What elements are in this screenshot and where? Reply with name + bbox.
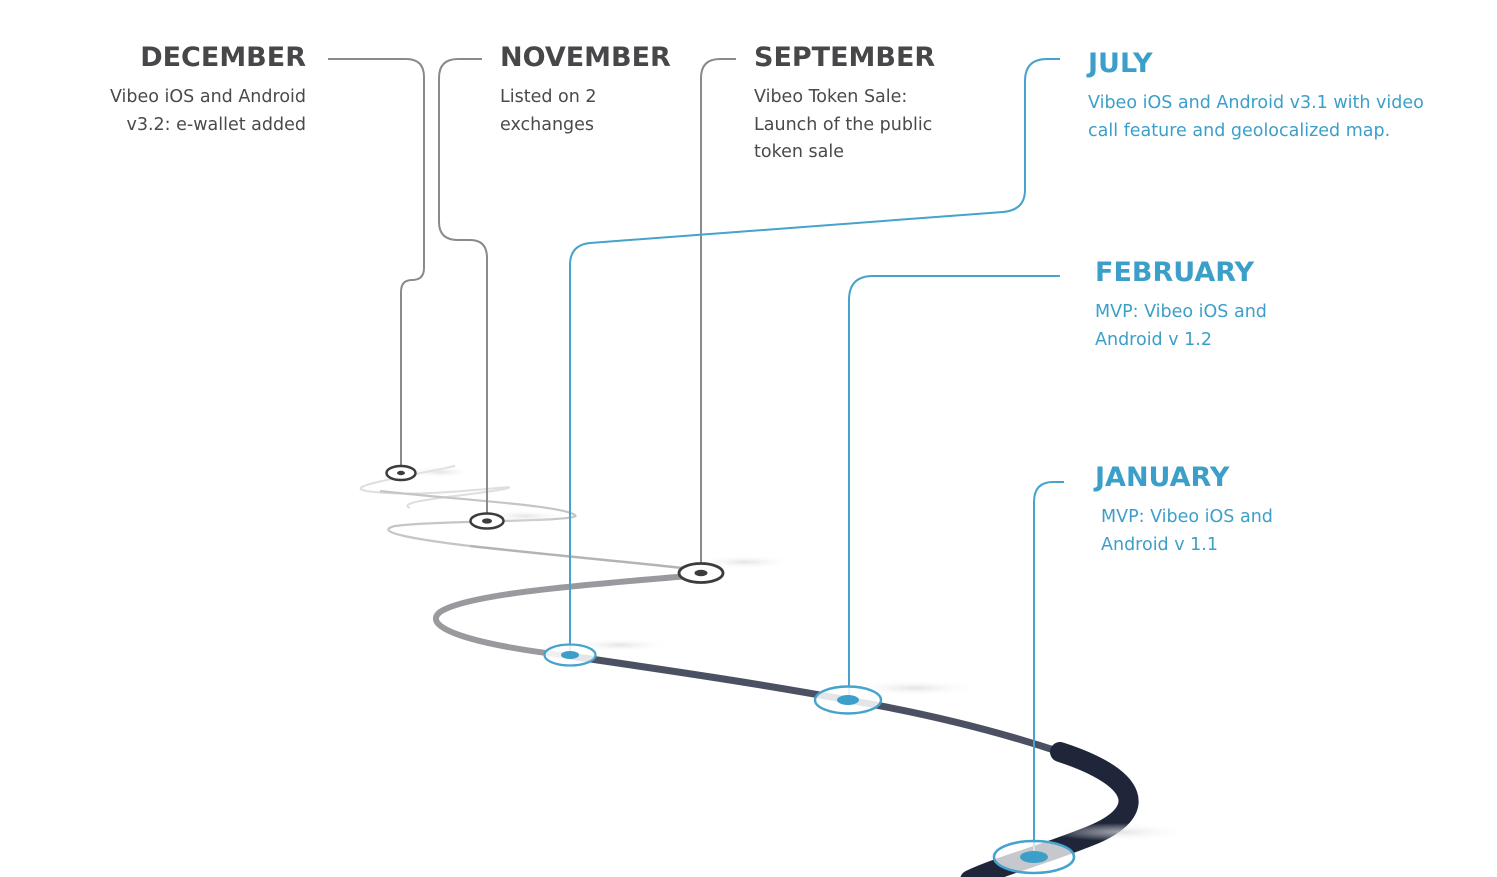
milestone-month: FEBRUARY: [1095, 257, 1255, 288]
markers-future: [543, 643, 1076, 875]
road-distant-loop-3: [469, 544, 701, 572]
milestone-description: MVP: Vibeo iOS and Android v 1.1: [1101, 507, 1273, 555]
connector-september: [700, 58, 736, 571]
milestone-february: FEBRUARY MVP: Vibeo iOS and Android v 1.…: [1095, 257, 1295, 354]
milestone-month: DECEMBER: [140, 42, 306, 73]
connector-december: [328, 58, 425, 472]
milestone-description: MVP: Vibeo iOS and Android v 1.2: [1095, 302, 1267, 350]
connector-january: [1033, 481, 1064, 855]
connectors-past: [328, 58, 736, 571]
milestone-july: JULY Vibeo iOS and Android v3.1 with vid…: [1088, 48, 1428, 145]
milestone-december: DECEMBER Vibeo iOS and Android v3.2: e-w…: [82, 42, 306, 139]
milestone-january: JANUARY MVP: Vibeo iOS and Android v 1.1: [1095, 462, 1295, 559]
milestone-month: JANUARY: [1095, 462, 1230, 493]
milestone-month: JULY: [1088, 48, 1153, 79]
milestone-november: NOVEMBER Listed on 2 exchanges: [500, 42, 680, 139]
connector-july: [569, 58, 1060, 654]
marker-july: [543, 643, 597, 667]
markers-past: [385, 464, 725, 584]
road-main: [433, 572, 1139, 877]
road-distant-loop-1: [359, 465, 511, 509]
marker-december: [385, 464, 417, 482]
road-segment-upper: [433, 572, 703, 659]
connector-november: [438, 58, 488, 519]
milestone-september: SEPTEMBER Vibeo Token Sale: Launch of th…: [754, 42, 954, 167]
marker-shadows: [406, 466, 1190, 841]
milestone-description: Vibeo iOS and Android v3.2: e-wallet add…: [109, 87, 306, 135]
milestone-description: Vibeo iOS and Android v3.1 with video ca…: [1088, 93, 1424, 141]
marker-september: [677, 562, 725, 584]
connector-february: [848, 275, 1060, 698]
marker-february: [813, 685, 883, 715]
milestone-month: SEPTEMBER: [754, 42, 936, 73]
marker-november: [469, 512, 505, 530]
milestone-month: NOVEMBER: [500, 42, 671, 73]
milestone-description: Listed on 2 exchanges: [500, 87, 597, 135]
marker-january: [992, 839, 1076, 875]
milestone-description: Vibeo Token Sale: Launch of the public t…: [754, 87, 933, 162]
connectors-future: [569, 58, 1064, 855]
